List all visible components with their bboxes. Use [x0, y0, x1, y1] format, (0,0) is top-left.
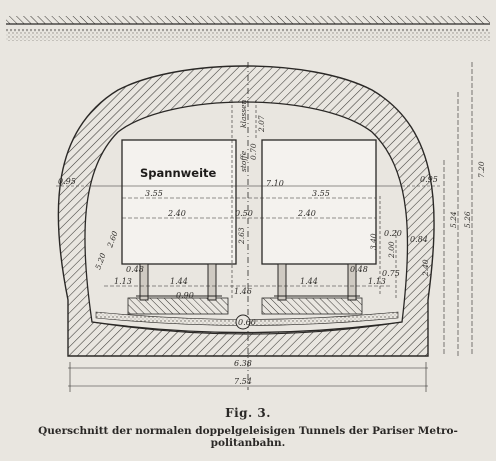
caption-line-1: Querschnitt der normalen doppelgeleisige… — [38, 425, 458, 437]
tunnel-cross-section-drawing: Spannweite 3.55 7.10 3.55 2.40 2.40 0.50… — [6, 16, 490, 392]
dim-center-small: 1.46 — [234, 287, 252, 296]
dim-wall-thickness-left: 0.95 — [58, 177, 76, 186]
figure-caption: Querschnitt der normalen doppelgeleisige… — [8, 425, 488, 449]
dim-center-note-2: stoffe — [239, 150, 248, 172]
dim-outer-width: 7.54 — [234, 377, 252, 386]
dim-rail-right: 0.48 — [350, 265, 368, 274]
dim-half-span-right: 3.55 — [312, 189, 330, 198]
dim-vault-height-right: 2.00 — [387, 241, 396, 259]
dim-right-small: 0.20 — [384, 229, 402, 238]
dim-clearance-top: 0.70 — [249, 143, 258, 160]
ground-surface — [6, 16, 490, 41]
dim-half-span-left: 3.55 — [145, 189, 163, 198]
dim-right-side-2: 2.40 — [421, 259, 430, 277]
dim-wall-thickness-right: 0.95 — [420, 175, 438, 184]
dim-center-top: 2.07 — [257, 115, 266, 133]
dim-track-gauge-right: 1.44 — [300, 277, 318, 286]
dim-total-height: 7.20 — [477, 161, 486, 178]
dimension-lines — [56, 62, 473, 392]
dim-track-gauge-left: 1.44 — [170, 277, 188, 286]
dim-side-offset-left: 1.13 — [114, 277, 132, 286]
dim-right-side: 0.84 — [410, 235, 428, 244]
dim-small-height: 0.75 — [382, 269, 400, 278]
dim-car-height-left: 2.63 — [237, 227, 246, 245]
dim-total-span: 7.10 — [266, 179, 284, 188]
dim-bottom-offset: 0.90 — [176, 291, 194, 300]
dim-height-a: 5.26 — [463, 211, 472, 228]
dim-car-width-right: 2.40 — [297, 209, 316, 218]
dim-inner-floor-width: 6.38 — [234, 359, 252, 368]
figure-label: Fig. 3. — [225, 406, 271, 420]
caption-line-2: politanbahn. — [210, 437, 286, 449]
dim-center-note-1: klassen — [239, 99, 248, 128]
dim-ring-note: 0.60 — [238, 318, 256, 327]
dim-side-offset-right: 1.13 — [368, 277, 386, 286]
car-profile-left — [121, 139, 237, 265]
car-profile-right — [261, 139, 377, 265]
track-beds — [127, 297, 363, 315]
car-label: Spannweite — [140, 166, 217, 180]
dim-car-width-left: 2.40 — [167, 209, 186, 218]
dim-height-b: 5.24 — [449, 211, 458, 228]
dim-center-gap: 0.50 — [235, 209, 253, 218]
dim-car-height-right: 3.40 — [369, 233, 378, 250]
center-axis — [235, 62, 251, 390]
dim-rail-left: 0.48 — [126, 265, 144, 274]
bogies — [136, 263, 360, 301]
